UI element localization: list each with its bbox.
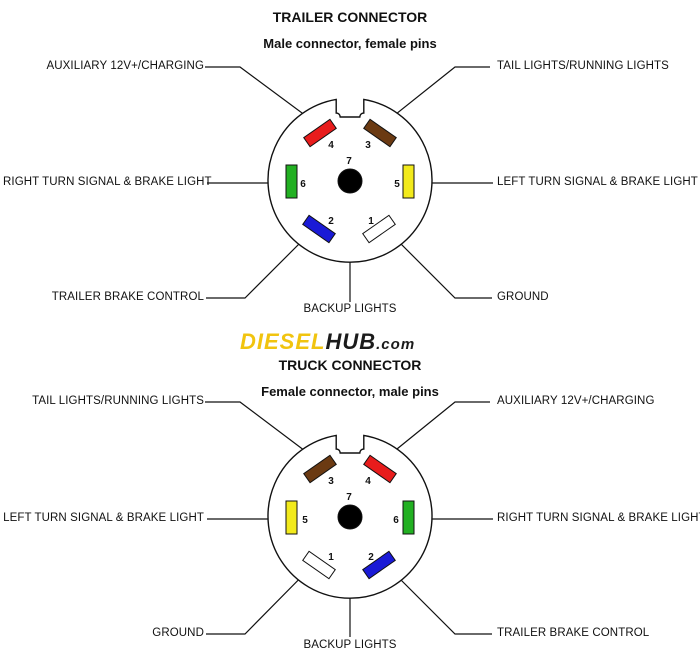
truck-brake-leader: [381, 560, 492, 635]
trailer-label-ground: GROUND: [497, 291, 549, 303]
truck-pin-3-brown: [303, 454, 337, 484]
logo-part-diesel: DIESEL: [240, 329, 326, 354]
trailer-label-right-turn: RIGHT TURN SIGNAL & BRAKE LIGHT: [3, 176, 212, 188]
truck-pin-4-red: [363, 454, 397, 484]
trailer-pin-1-white: [362, 214, 396, 244]
trailer-tail-leader: [375, 66, 490, 131]
truck-label-auxiliary: AUXILIARY 12V+/CHARGING: [497, 395, 655, 407]
dieselhub-logo: DIESELHUB.com: [240, 329, 415, 355]
logo-part-hub: HUB: [325, 329, 377, 354]
trailer-label-tail-lights: TAIL LIGHTS/RUNNING LIGHTS: [497, 60, 669, 72]
truck-subtitle: Female connector, male pins: [261, 384, 439, 399]
truck-label-backup: BACKUP LIGHTS: [303, 639, 397, 651]
truck-tail-leader: [205, 401, 326, 467]
trailer-pin-number-4: 4: [328, 140, 334, 151]
trailer-pin-5-yellow: [402, 164, 415, 199]
truck-pin-number-4: 4: [365, 476, 371, 487]
truck-pin-number-7: 7: [346, 492, 352, 503]
truck-pin-number-6: 6: [393, 515, 399, 526]
trailer-pin-number-3: 3: [365, 140, 371, 151]
trailer-pin-number-6: 6: [300, 179, 306, 190]
truck-label-right-turn: RIGHT TURN SIGNAL & BRAKE LIGHT: [497, 512, 700, 524]
trailer-label-auxiliary: AUXILIARY 12V+/CHARGING: [46, 60, 204, 72]
trailer-pin-7-center: [337, 168, 363, 194]
truck-pin-2-blue: [362, 550, 396, 580]
trailer-pin-2-blue: [302, 214, 336, 244]
trailer-pin-6-green: [285, 164, 298, 199]
logo-part-com: .com: [376, 336, 416, 353]
truck-label-left-turn: LEFT TURN SIGNAL & BRAKE LIGHT: [3, 512, 204, 524]
truck-pin-7-center: [337, 504, 363, 530]
trailer-label-backup: BACKUP LIGHTS: [303, 303, 397, 315]
trailer-pin-number-5: 5: [394, 179, 400, 190]
truck-label-ground: GROUND: [152, 627, 204, 639]
trailer-pin-number-2: 2: [328, 216, 334, 227]
truck-pin-number-3: 3: [328, 476, 334, 487]
truck-label-tail-lights: TAIL LIGHTS/RUNNING LIGHTS: [32, 395, 204, 407]
trailer-pin-number-7: 7: [346, 156, 352, 167]
trailer-subtitle: Male connector, female pins: [263, 36, 437, 51]
trailer-pin-4-red: [303, 118, 337, 148]
truck-title: TRUCK CONNECTOR: [278, 357, 422, 373]
truck-pin-5-yellow: [285, 500, 298, 535]
trailer-ground-leader: [381, 224, 492, 299]
truck-pin-number-1: 1: [328, 552, 334, 563]
trailer-label-left-turn: LEFT TURN SIGNAL & BRAKE LIGHT: [497, 176, 698, 188]
truck-aux-leader: [375, 401, 490, 467]
trailer-title: TRAILER CONNECTOR: [272, 9, 428, 25]
truck-ground-leader: [206, 557, 321, 635]
truck-pin-number-5: 5: [302, 515, 308, 526]
trailer-brake-leader: [206, 222, 321, 299]
truck-pin-1-white: [302, 550, 336, 580]
truck-pin-number-2: 2: [368, 552, 374, 563]
truck-pin-6-green: [402, 500, 415, 535]
truck-label-brake-control: TRAILER BRAKE CONTROL: [497, 627, 650, 639]
trailer-label-brake-control: TRAILER BRAKE CONTROL: [51, 291, 204, 303]
trailer-pin-3-brown: [363, 118, 397, 148]
trailer-pin-number-1: 1: [368, 216, 374, 227]
trailer-aux-leader: [205, 66, 326, 131]
